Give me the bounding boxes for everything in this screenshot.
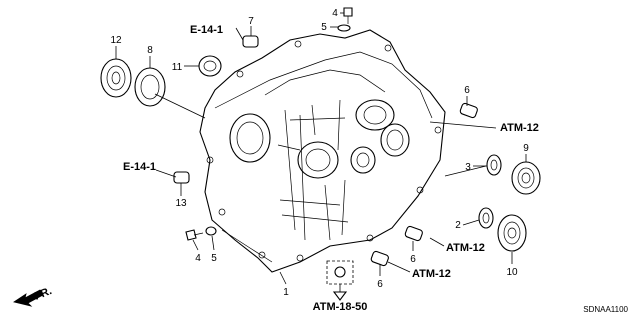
section-references: E-14-1 E-14-1 ATM-12 ATM-12 ATM-12 ATM-1…: [123, 24, 539, 313]
dowel-pin-6-right: [459, 102, 478, 119]
part-label-1: 1: [283, 287, 289, 298]
part-label-6-lower: 6: [410, 254, 416, 265]
leader-lines: [115, 12, 527, 301]
seal-3: [486, 154, 502, 176]
direction-arrow-icon: [13, 289, 44, 307]
washer-5-bottom: [205, 226, 217, 236]
part-label-4-top: 4: [332, 8, 338, 19]
part-label-9: 9: [523, 143, 529, 154]
ref-atm-18-50[interactable]: ATM-18-50: [313, 301, 368, 313]
dowel-pin-6-lower: [404, 225, 423, 242]
diagram-code: SDNAA1100: [583, 305, 628, 314]
part-label-10: 10: [506, 267, 518, 278]
bolt-4-bottom: [185, 229, 204, 241]
bearing-12: [100, 58, 132, 98]
ref-atm-12-right[interactable]: ATM-12: [500, 122, 539, 134]
part-label-13: 13: [175, 198, 187, 209]
dowel-pin-7: [242, 35, 259, 48]
oil-seal-11: [198, 55, 222, 77]
transmission-housing: [199, 29, 446, 273]
bearing-10: [497, 214, 527, 252]
dowel-pin-13: [173, 171, 190, 184]
seal-2: [478, 207, 494, 229]
part-label-5-top: 5: [321, 22, 327, 33]
ref-atm-12-lower[interactable]: ATM-12: [446, 242, 485, 254]
washer-5-top: [337, 24, 351, 32]
part-label-12: 12: [110, 35, 122, 46]
part-label-8: 8: [147, 45, 153, 56]
drain-box: [326, 260, 354, 285]
direction-label: FR.: [33, 285, 54, 303]
part-label-6-bottom: 6: [377, 279, 383, 290]
front-direction-indicator: FR.: [13, 285, 54, 307]
part-label-6-right: 6: [464, 85, 470, 96]
ref-e-14-1-left[interactable]: E-14-1: [123, 161, 156, 173]
bearing-9: [511, 161, 541, 195]
part-labels: 1 2 3 4 4 5 5 6 6 6 7 8 9 10 11 12 13: [110, 8, 529, 298]
part-label-4-bottom: 4: [195, 253, 201, 264]
part-label-11: 11: [172, 62, 183, 73]
dowel-pin-6-bottom: [370, 250, 389, 267]
part-label-7: 7: [248, 16, 254, 27]
bolt-4-top: [343, 7, 353, 24]
part-label-5-bottom: 5: [211, 253, 217, 264]
part-label-3: 3: [465, 162, 471, 173]
oil-seal-8: [134, 67, 166, 107]
part-label-2: 2: [455, 220, 461, 231]
ref-e-14-1-top[interactable]: E-14-1: [190, 24, 223, 36]
ref-atm-12-bottom[interactable]: ATM-12: [412, 268, 451, 280]
